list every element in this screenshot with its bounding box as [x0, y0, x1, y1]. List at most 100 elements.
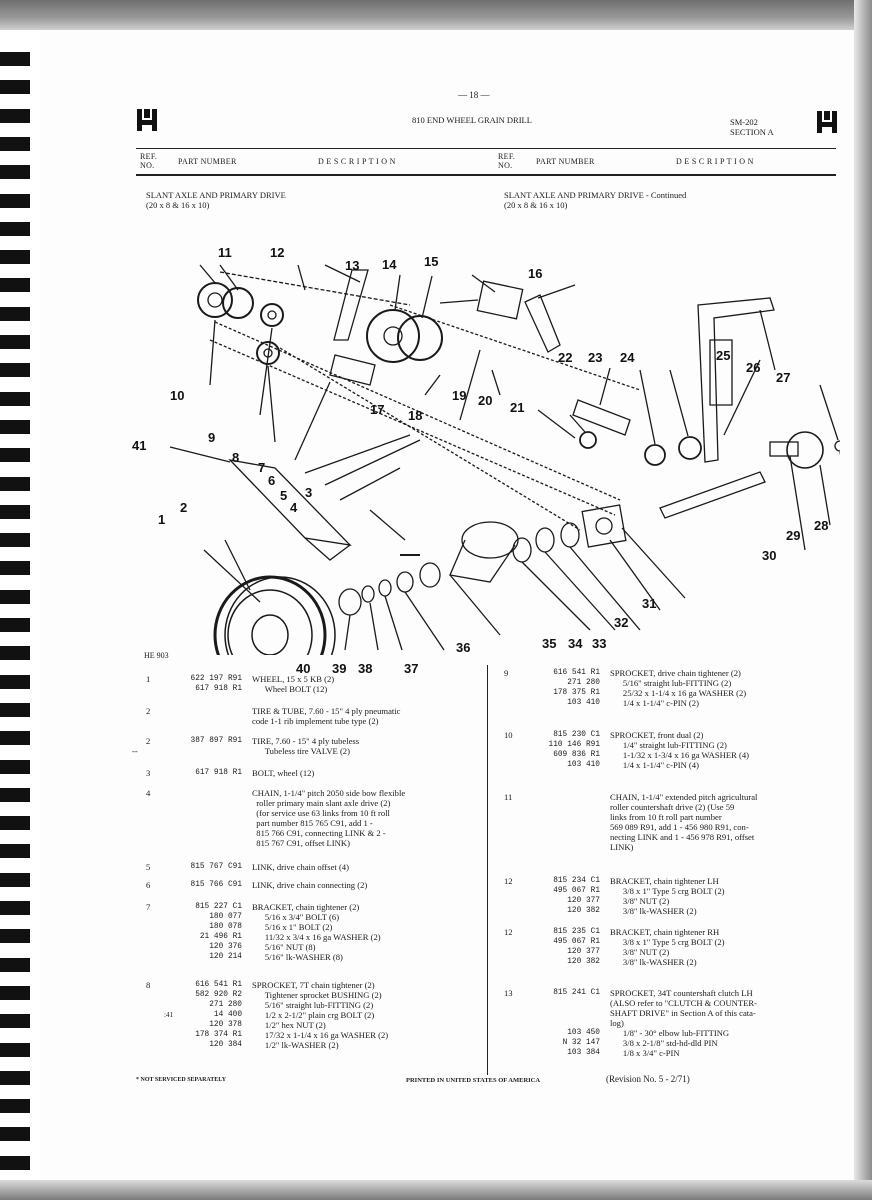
- callout-17: 17: [370, 402, 385, 417]
- ref-number: 3: [146, 768, 151, 778]
- binding-hole: [0, 957, 30, 972]
- callout-19: 19: [452, 388, 467, 403]
- callout-20: 20: [478, 393, 493, 408]
- exploded-parts-diagram: [169, 264, 840, 655]
- callout-2: 2: [180, 500, 188, 515]
- part-description: TIRE & TUBE, 7.60 - 15" 4 ply pneumatic …: [252, 706, 401, 726]
- part-description: LINK, drive chain connecting (2): [252, 880, 368, 890]
- callout-8: 8: [232, 450, 240, 465]
- binding-hole: [0, 929, 30, 944]
- ih-logo-right-icon: [817, 111, 837, 133]
- callout-23: 23: [588, 350, 603, 365]
- binding-hole: [0, 391, 30, 406]
- ref-number: 7: [146, 902, 151, 912]
- binding-hole: [0, 1070, 30, 1085]
- chain-11-line: [219, 271, 411, 306]
- page-number: — 18 —: [458, 90, 490, 100]
- ih-logo-left-icon: [137, 109, 157, 131]
- scan-top-edge: [0, 0, 872, 30]
- callout-15: 15: [424, 254, 439, 269]
- part-numbers: 815 241 C1 103 450 N 32 147 103 384: [553, 989, 600, 1057]
- ref-number: 5: [146, 862, 151, 872]
- part-description: BOLT, wheel (12): [252, 768, 315, 778]
- right-section-title: SLANT AXLE AND PRIMARY DRIVE - Continued: [504, 190, 687, 200]
- binding-hole: [0, 985, 30, 1000]
- section-label: SECTION A: [730, 127, 774, 137]
- callout-13: 13: [345, 258, 360, 273]
- part-numbers: 815 767 C91: [190, 863, 242, 871]
- binding-hole: [0, 787, 30, 802]
- ref-number: 2: [146, 706, 151, 716]
- binding-hole: [0, 221, 30, 236]
- callout-36: 36: [456, 640, 471, 655]
- column-divider: [487, 665, 488, 1075]
- ref-number: 12: [504, 876, 513, 886]
- ref-prefix: --: [132, 746, 138, 756]
- binding-hole: [0, 561, 30, 576]
- ref-number: 12: [504, 927, 513, 937]
- figure-id: HE 903: [144, 651, 169, 660]
- col-no-left: NO.: [140, 161, 155, 170]
- binding-holes: [0, 0, 40, 1200]
- binding-hole: [0, 306, 30, 321]
- callout-39: 39: [332, 661, 347, 676]
- binding-hole: [0, 335, 30, 349]
- ref-number: 1: [146, 674, 151, 684]
- left-section-sub: (20 x 8 & 16 x 10): [146, 200, 210, 210]
- catalog-page: — 18 — 810 END WHEEL GRAIN DRILL SM-202 …: [40, 30, 854, 1180]
- callout-30: 30: [762, 548, 777, 563]
- left-section-title: SLANT AXLE AND PRIMARY DRIVE: [146, 190, 286, 200]
- callout-4: 4: [290, 500, 298, 515]
- callout-25: 25: [716, 348, 731, 363]
- callout-26: 26: [746, 360, 761, 375]
- ref-number: 6: [146, 880, 151, 890]
- binding-hole: [0, 476, 30, 491]
- callout-11: 11: [218, 245, 232, 260]
- callout-3: 3: [305, 485, 313, 500]
- binding-hole: [0, 589, 30, 604]
- part-description: TIRE, 7.60 - 15" 4 ply tubeless Tubeless…: [252, 736, 360, 756]
- part-numbers: 616 541 R1 582 920 R2 271 280 14 400 120…: [195, 981, 242, 1049]
- part-description: LINK, drive chain offset (4): [252, 862, 349, 872]
- col-ref-right: REF.: [498, 152, 516, 161]
- part-numbers: 815 227 C1 180 077 180 078 21 496 R1 120…: [195, 903, 242, 961]
- scan-bottom-edge: [0, 1180, 872, 1200]
- part-description: WHEEL, 15 x 5 KB (2) Wheel BOLT (12): [252, 674, 335, 694]
- col-desc-right: D E S C R I P T I O N: [676, 157, 754, 166]
- callout-38: 38: [358, 661, 373, 676]
- part-numbers: 815 766 C91: [190, 881, 242, 889]
- ref-number: 2: [146, 736, 151, 746]
- binding-hole: [0, 108, 30, 123]
- part-description: SPROCKET, 7T chain tightener (2) Tighten…: [252, 980, 389, 1050]
- binding-hole: [0, 278, 30, 293]
- part-description: CHAIN, 1-1/4" extended pitch agricultura…: [610, 792, 758, 852]
- binding-hole: [0, 193, 30, 208]
- binding-hole: [0, 901, 30, 915]
- callout-29: 29: [786, 528, 801, 543]
- binding-hole: [0, 618, 30, 632]
- callout-41: 41: [132, 438, 147, 453]
- binding-hole: [0, 1099, 30, 1114]
- binding-hole: [0, 250, 30, 265]
- binding-hole: [0, 136, 30, 151]
- doc-code: SM-202: [730, 117, 758, 127]
- binding-hole: [0, 816, 30, 831]
- binding-hole: [0, 646, 30, 661]
- part-numbers: 815 230 C1 110 146 R91 609 836 R1 103 41…: [548, 731, 600, 769]
- callout-12: 12: [270, 245, 285, 260]
- binding-hole: [0, 674, 30, 689]
- callout-32: 32: [614, 615, 629, 630]
- binding-hole: [0, 504, 30, 519]
- binding-hole: [0, 1127, 30, 1142]
- binding-hole: [0, 872, 30, 887]
- binding-hole: [0, 844, 30, 859]
- callout-10: 10: [170, 388, 185, 403]
- part-description: BRACKET, chain tightener (2) 5/16 x 3/4"…: [252, 902, 381, 962]
- footer-revision: (Revision No. 5 - 2/71): [606, 1074, 690, 1084]
- binding-hole: [0, 731, 30, 746]
- part-description: SPROCKET, 34T countershaft clutch LH (AL…: [610, 988, 757, 1058]
- binding-hole: [0, 80, 30, 95]
- ref-number: 4: [146, 788, 151, 798]
- page-title: 810 END WHEEL GRAIN DRILL: [412, 115, 532, 125]
- binding-hole: [0, 702, 30, 717]
